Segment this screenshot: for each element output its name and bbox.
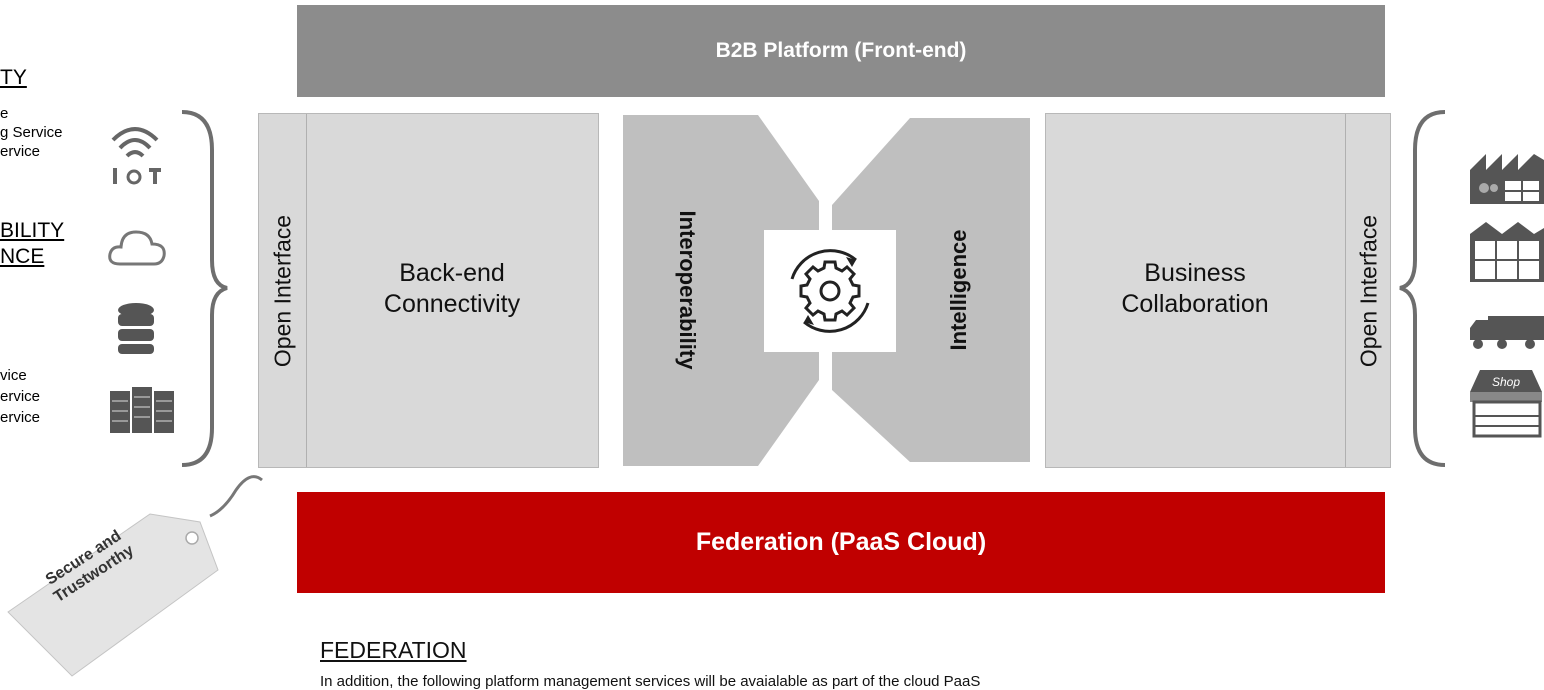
left-heading-connectivity: TY — [0, 66, 27, 89]
left-brace — [181, 110, 228, 467]
left-heading-interoperability: BILITY — [0, 219, 65, 242]
left-line-5: ervice — [0, 388, 41, 405]
federation-paas-label: Federation (PaaS Cloud) — [695, 528, 987, 556]
open-interface-label-left: Open Interface — [269, 214, 295, 367]
truck-icon — [1470, 316, 1544, 349]
federation-paas-bar: Federation (PaaS Cloud) — [297, 492, 1385, 593]
b2b-platform-label: B2B Platform (Front-end) — [715, 39, 967, 62]
back-end-connectivity-label: Back-end Connectivity — [383, 259, 521, 318]
left-line-2: g Service — [0, 124, 63, 141]
factory-icon — [1470, 154, 1544, 204]
open-interface-label-right: Open Interface — [1355, 214, 1381, 367]
shop-icon: Shop — [1470, 370, 1542, 438]
left-line-4: vice — [0, 367, 27, 384]
gear-cycle-icon-box — [764, 230, 896, 352]
left-line-6: ervice — [0, 409, 41, 426]
open-interface-strip-left: Open Interface — [259, 114, 307, 467]
b2b-platform-bar: B2B Platform (Front-end) — [297, 5, 1385, 97]
federation-body: In addition, the following platform mana… — [320, 673, 981, 690]
tag-icon — [7, 475, 263, 677]
intelligence-label: Intelligence — [946, 229, 971, 351]
database-icon — [118, 303, 154, 354]
cloud-icon — [108, 230, 166, 266]
hourglass-shape — [623, 115, 1030, 466]
federation-heading: FEDERATION — [320, 637, 467, 663]
right-brace — [1399, 110, 1446, 467]
left-line-3: ervice — [0, 143, 41, 160]
back-end-connectivity-panel: Open Interface Back-end Connectivity — [258, 113, 599, 468]
left-line-1: e — [0, 105, 9, 122]
svg-text:Shop: Shop — [1492, 375, 1520, 389]
server-icon — [110, 387, 174, 433]
gear-cycle-icon — [790, 249, 870, 333]
warehouse-icon — [1470, 222, 1544, 282]
business-collaboration-label: Business Collaboration — [1121, 259, 1269, 318]
interoperability-label: Interoperability — [675, 210, 700, 370]
interoperability-area: Interoperability — [632, 145, 742, 435]
iot-icon — [111, 127, 161, 185]
intelligence-area: Intelligence — [904, 145, 1014, 435]
business-collaboration-panel: Business Collaboration Open Interface — [1045, 113, 1391, 468]
left-heading-intelligence: NCE — [0, 245, 45, 268]
open-interface-strip-right: Open Interface — [1345, 114, 1391, 467]
